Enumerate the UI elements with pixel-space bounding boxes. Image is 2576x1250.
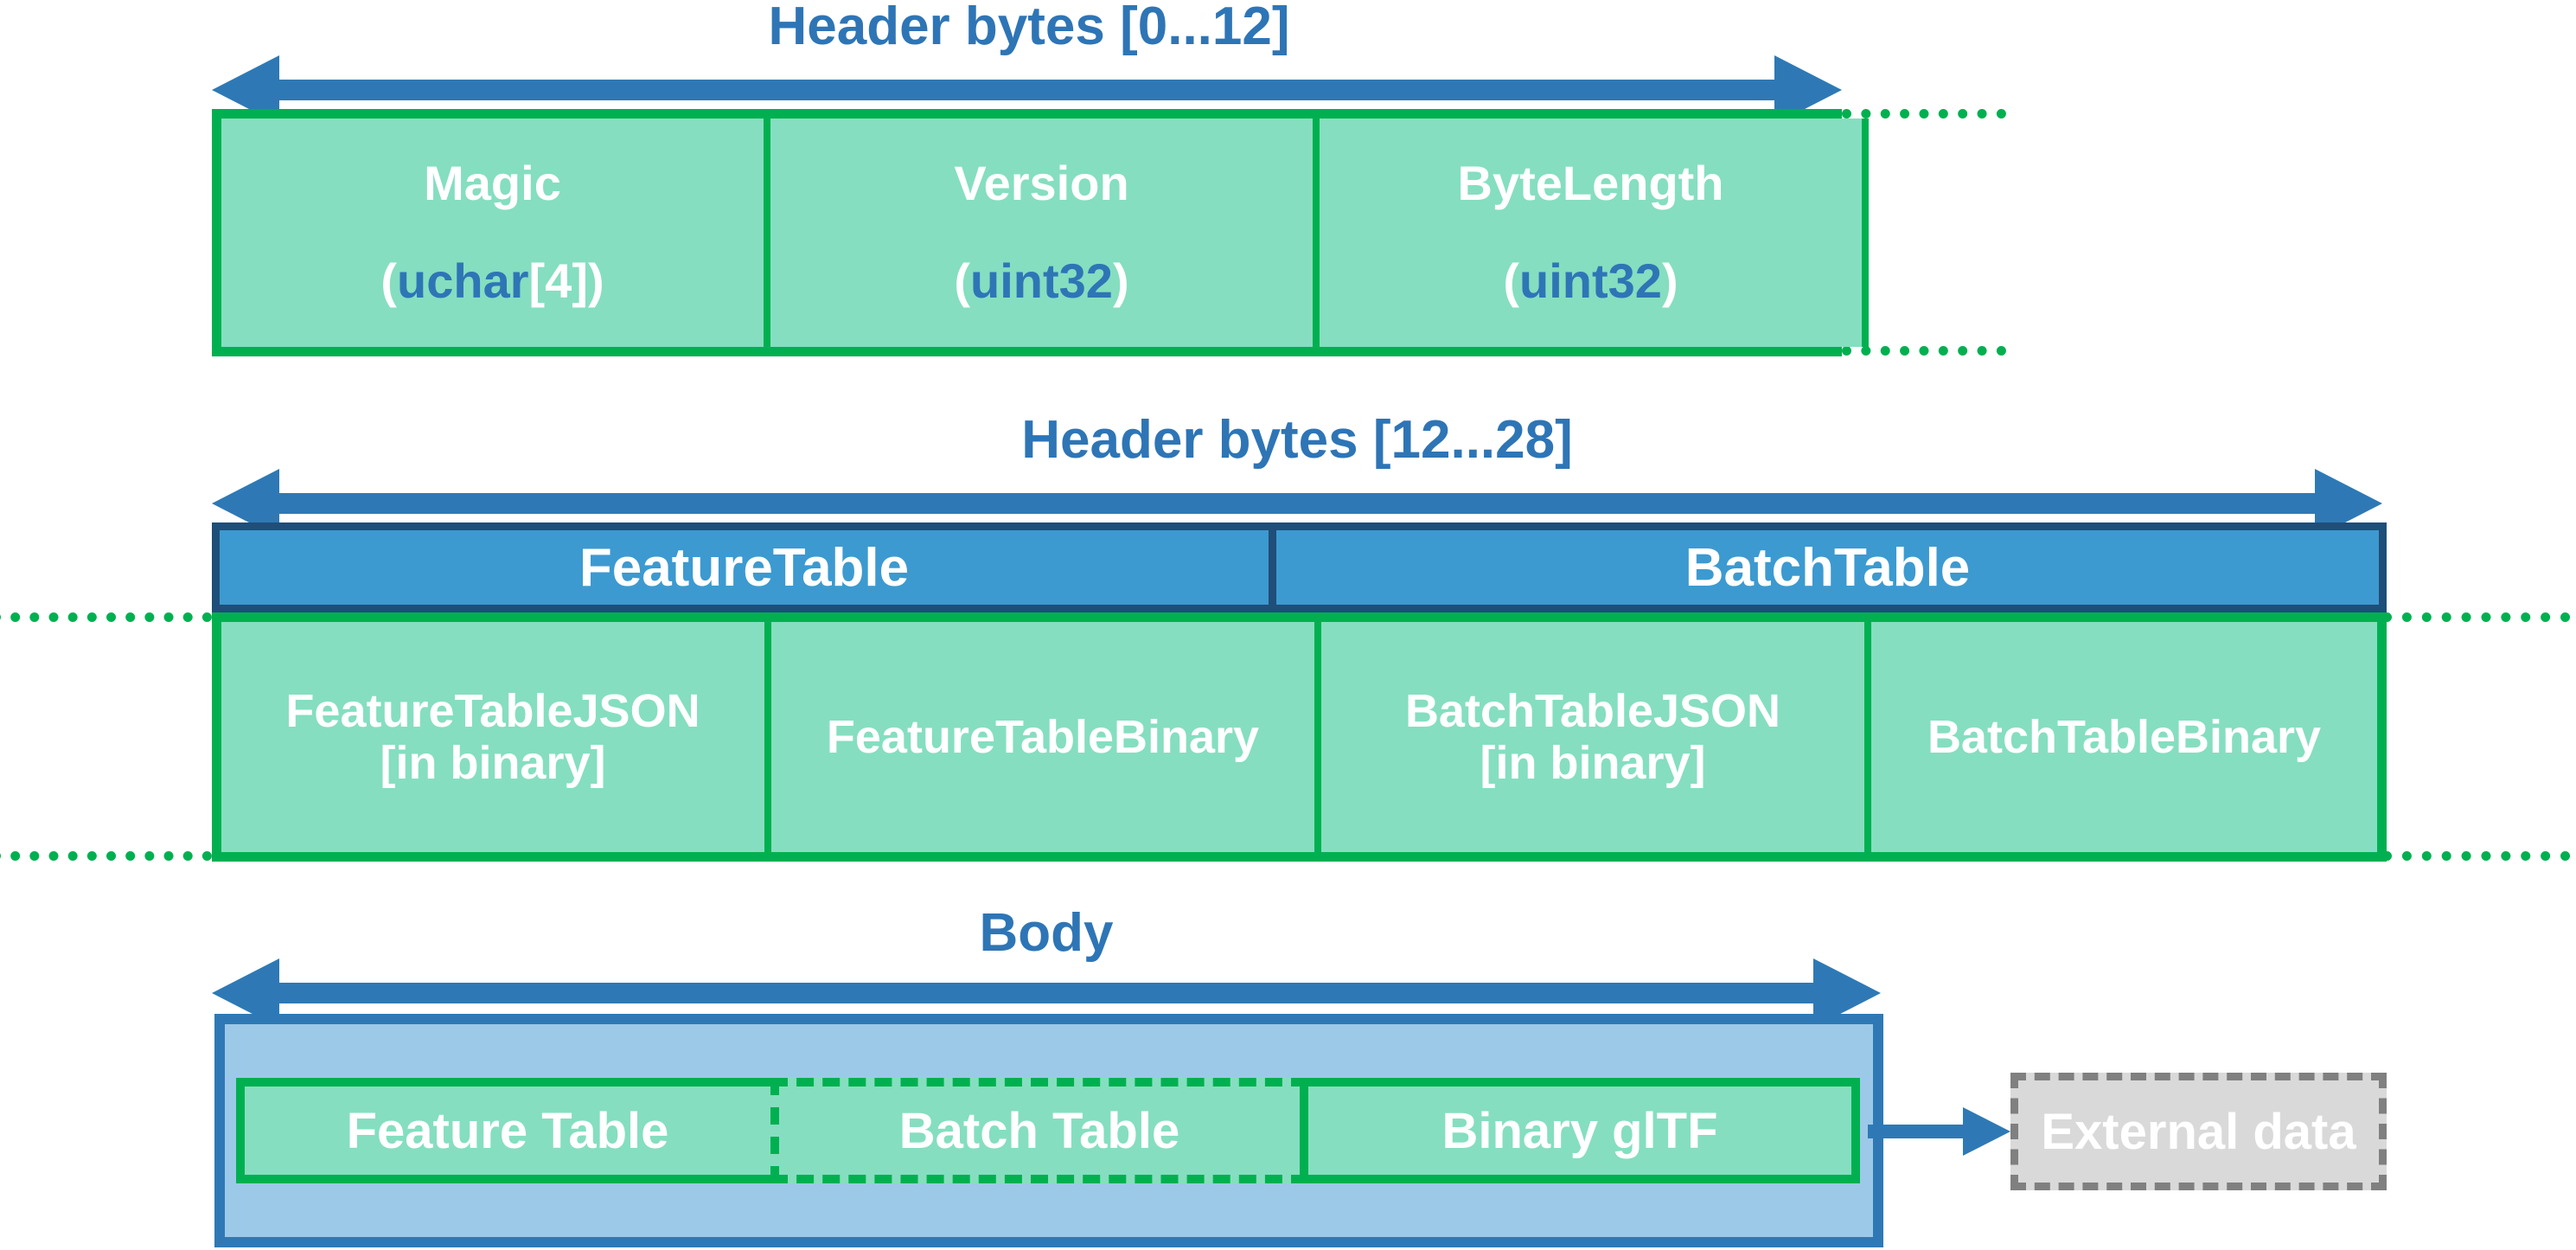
- header-mid-dotline-right-lower: [2382, 851, 2576, 861]
- body-cell-batch-table[interactable]: Batch Table: [770, 1078, 1308, 1183]
- batchtablebinary-line1: BatchTableBinary: [1927, 710, 2322, 763]
- header-cell-magic[interactable]: Magic (uchar[4]): [221, 119, 770, 347]
- bar-featuretable[interactable]: FeatureTable: [220, 530, 1276, 605]
- mid-cell-featuretablejson[interactable]: FeatureTableJSON [in binary]: [221, 622, 771, 852]
- featuretablejson-line1: FeatureTableJSON: [285, 684, 700, 737]
- magic-label: Magic: [424, 156, 561, 211]
- featuretablebinary-line1: FeatureTableBinary: [826, 710, 1260, 763]
- header-mid-row: FeatureTableJSON [in binary] FeatureTabl…: [212, 612, 2387, 862]
- bytelength-type: (uint32): [1503, 253, 1678, 308]
- body-cell-binary-gltf[interactable]: Binary glTF: [1300, 1078, 1860, 1183]
- featuretablejson-line2: [in binary]: [380, 737, 606, 789]
- bar-batchtable[interactable]: BatchTable: [1276, 530, 2379, 605]
- header-top-dotline-lower: [1842, 346, 2006, 356]
- header-mid-dotline-left-upper: [0, 612, 212, 622]
- mid-cell-batchtablebinary[interactable]: BatchTableBinary: [1871, 622, 2377, 852]
- version-label: Version: [954, 156, 1129, 211]
- batchtablejson-line1: BatchTableJSON: [1404, 684, 1781, 737]
- header-mid-table-bars: FeatureTable BatchTable: [212, 522, 2387, 612]
- header-mid-dotline-right-upper: [2382, 612, 2576, 622]
- mid-cell-batchtablejson[interactable]: BatchTableJSON [in binary]: [1321, 622, 1871, 852]
- header-top-double-arrow: [212, 54, 1842, 126]
- magic-type: (uchar[4]): [380, 253, 604, 308]
- header-cell-version[interactable]: Version (uint32): [770, 119, 1320, 347]
- header-top-caption: Header bytes [0...12]: [768, 0, 1290, 56]
- body-segments: Feature Table Batch Table Binary glTF: [236, 1078, 1860, 1183]
- header-cell-bytelength[interactable]: ByteLength (uint32): [1320, 119, 1869, 347]
- body-caption: Body: [979, 903, 1114, 963]
- header-top-dotline-upper: [1842, 109, 2006, 119]
- batchtablejson-line2: [in binary]: [1480, 737, 1706, 789]
- version-type: (uint32): [954, 253, 1129, 308]
- header-mid-dotline-left-lower: [0, 851, 212, 861]
- external-link-arrow: [1868, 1107, 2010, 1156]
- bytelength-label: ByteLength: [1457, 156, 1724, 211]
- header-top-row: Magic (uchar[4]) Version (uint32) ByteLe…: [212, 109, 1869, 356]
- external-data-box[interactable]: External data: [2010, 1073, 2387, 1190]
- mid-cell-featuretablebinary[interactable]: FeatureTableBinary: [771, 622, 1321, 852]
- header-mid-double-arrow: [212, 467, 2382, 540]
- body-cell-feature-table[interactable]: Feature Table: [236, 1078, 779, 1183]
- body-double-arrow: [212, 957, 1881, 1029]
- header-mid-caption: Header bytes [12...28]: [1021, 410, 1573, 470]
